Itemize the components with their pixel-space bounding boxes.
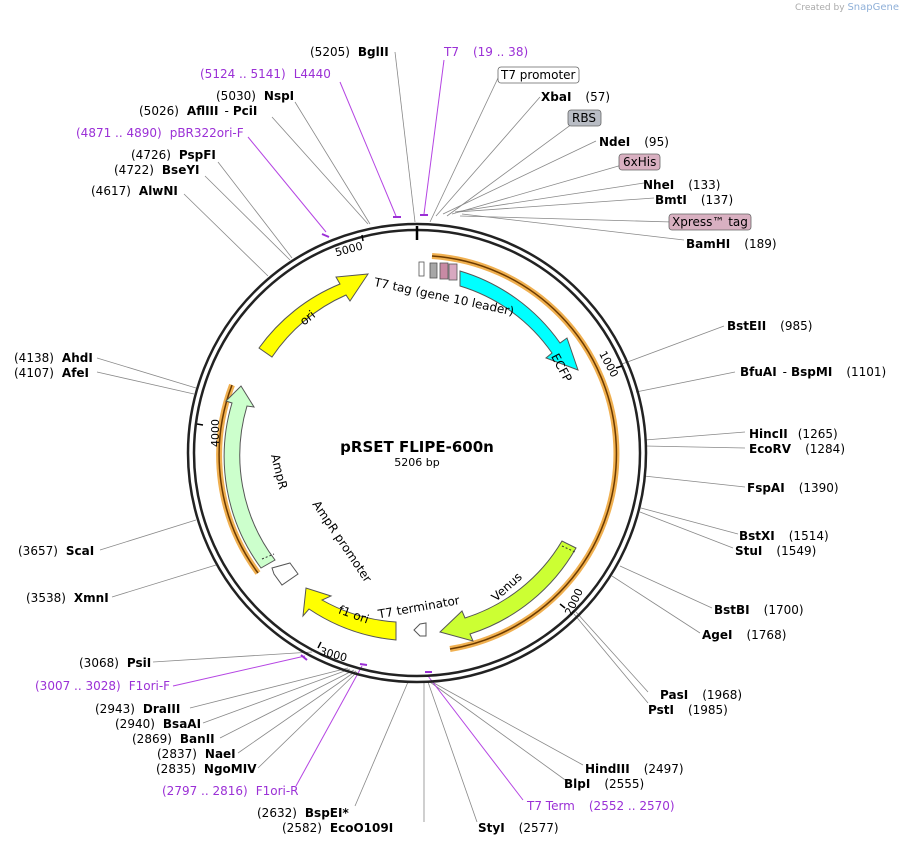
tick-4000: 4000 [209,419,222,447]
venus-arrow [439,540,577,642]
primer-t7: T7(19 .. 38) [443,45,528,59]
ring-ticks [196,234,623,649]
ampr-promoter-arrow [271,562,299,586]
box-xpress-tag-label: Xpress™ tag [672,215,748,229]
box-6xhis [618,153,661,171]
site-hincii: HincII(1265) [749,427,838,441]
box-t7-promoter-label: T7 promoter [500,68,576,82]
primer-l4440: (5124 .. 5141)L4440 [200,67,331,81]
site-stui: StuI(1549) [735,544,816,558]
orf-arc-right-core [431,255,618,650]
site-psii: (3068)PsiI [79,656,151,670]
site-draiii: (2943)DraIII [95,702,180,716]
site-bsaai: (2940)BsaAI [115,717,201,731]
site-ngomiv: (2835)NgoMIV [156,762,257,776]
f1-ori-arrow [302,587,397,641]
site-naei: (2837)NaeI [157,747,236,761]
box-xpress-tag [668,213,752,231]
site-fspai: FspAI(1390) [747,481,839,495]
site-bmti: BmtI(137) [655,193,733,207]
credit-prefix: Created by [795,3,845,13]
site-bstbi: BstBI(1700) [714,603,804,617]
xpress-tag-mark [448,263,458,281]
site-bspei: (2632)BspEI* [257,806,349,820]
t7-terminator-arrow [413,622,427,637]
site-bstxi: BstXI(1514) [739,529,829,543]
label-ampr-promoter: AmpR promoter [310,498,375,585]
site-bfuai: BfuAI-BspMI(1101) [740,365,886,379]
site-ahdi: (4138)AhdI [14,351,93,365]
ecfp-arrow [459,270,579,371]
site-agei: AgeI(1768) [702,628,786,642]
rbs-mark [429,262,438,279]
primer-lines [172,59,524,801]
leader-lines [96,51,746,823]
label-t7-terminator: T7 terminator [376,593,461,621]
site-bseyi: (4722)BseYI [114,163,200,177]
site-afliii: (5026)AflIII-PciI [139,104,257,118]
site-blpi: BlpI(2555) [564,777,644,791]
credit-brand: SnapGene [847,2,899,13]
box-6xhis-label: 6xHis [623,155,656,169]
site-xbai: XbaI(57) [541,90,610,104]
box-t7-promoter [497,66,580,84]
site-styi: StyI(2577) [478,821,559,835]
backbone-outer [186,222,648,684]
site-pasi: PasI(1968) [660,688,742,702]
site-scai: (3657)ScaI [18,544,94,558]
box-rbs-label: RBS [572,111,596,125]
site-xmni: (3538)XmnI [26,591,109,605]
primer-t7-term: T7 Term(2552 .. 2570) [526,799,675,813]
site-ndei: NdeI(95) [599,135,669,149]
his-tag-mark [439,262,449,280]
primer-f1ori-f: (3007 .. 3028)F1ori-F [35,679,170,693]
tick-5000: 5000 [334,239,364,259]
snapgene-credit: Created by SnapGene [795,2,899,13]
box-rbs [567,109,602,127]
site-afei: (4107)AfeI [14,366,89,380]
site-bsteii: BstEII(985) [727,319,812,333]
plasmid-name: pRSET FLIPE-600n [340,438,494,456]
t7-promoter-mark [418,261,425,277]
site-ecoo109i: (2582)EcoO109I [282,821,393,835]
site-hindiii: HindIII(2497) [585,762,684,776]
site-banii: (2869)BanII [132,732,215,746]
ori-arrow [258,273,369,358]
plasmid-size: 5206 bp [394,456,439,469]
site-alwni: (4617)AlwNI [91,184,178,198]
primer-f1ori-r: (2797 .. 2816)F1ori-R [162,784,299,798]
site-nhei: NheI(133) [643,178,720,192]
site-ecorv: EcoRV(1284) [749,442,845,456]
site-psti: PstI(1985) [648,703,728,717]
orf-arc-left-core [218,384,259,574]
site-bglii: (5205)BglII [310,45,389,59]
primer-pbr322ori-f: (4871 .. 4890)pBR322ori-F [76,126,244,140]
site-nspi: (5030)NspI [216,89,294,103]
label-ampr: AmpR [268,453,290,491]
site-bamhi: BamHI(189) [686,237,777,251]
primer-marks [300,214,432,673]
site-pspfi: (4726)PspFI [131,148,216,162]
ampr-arrow [223,385,276,569]
